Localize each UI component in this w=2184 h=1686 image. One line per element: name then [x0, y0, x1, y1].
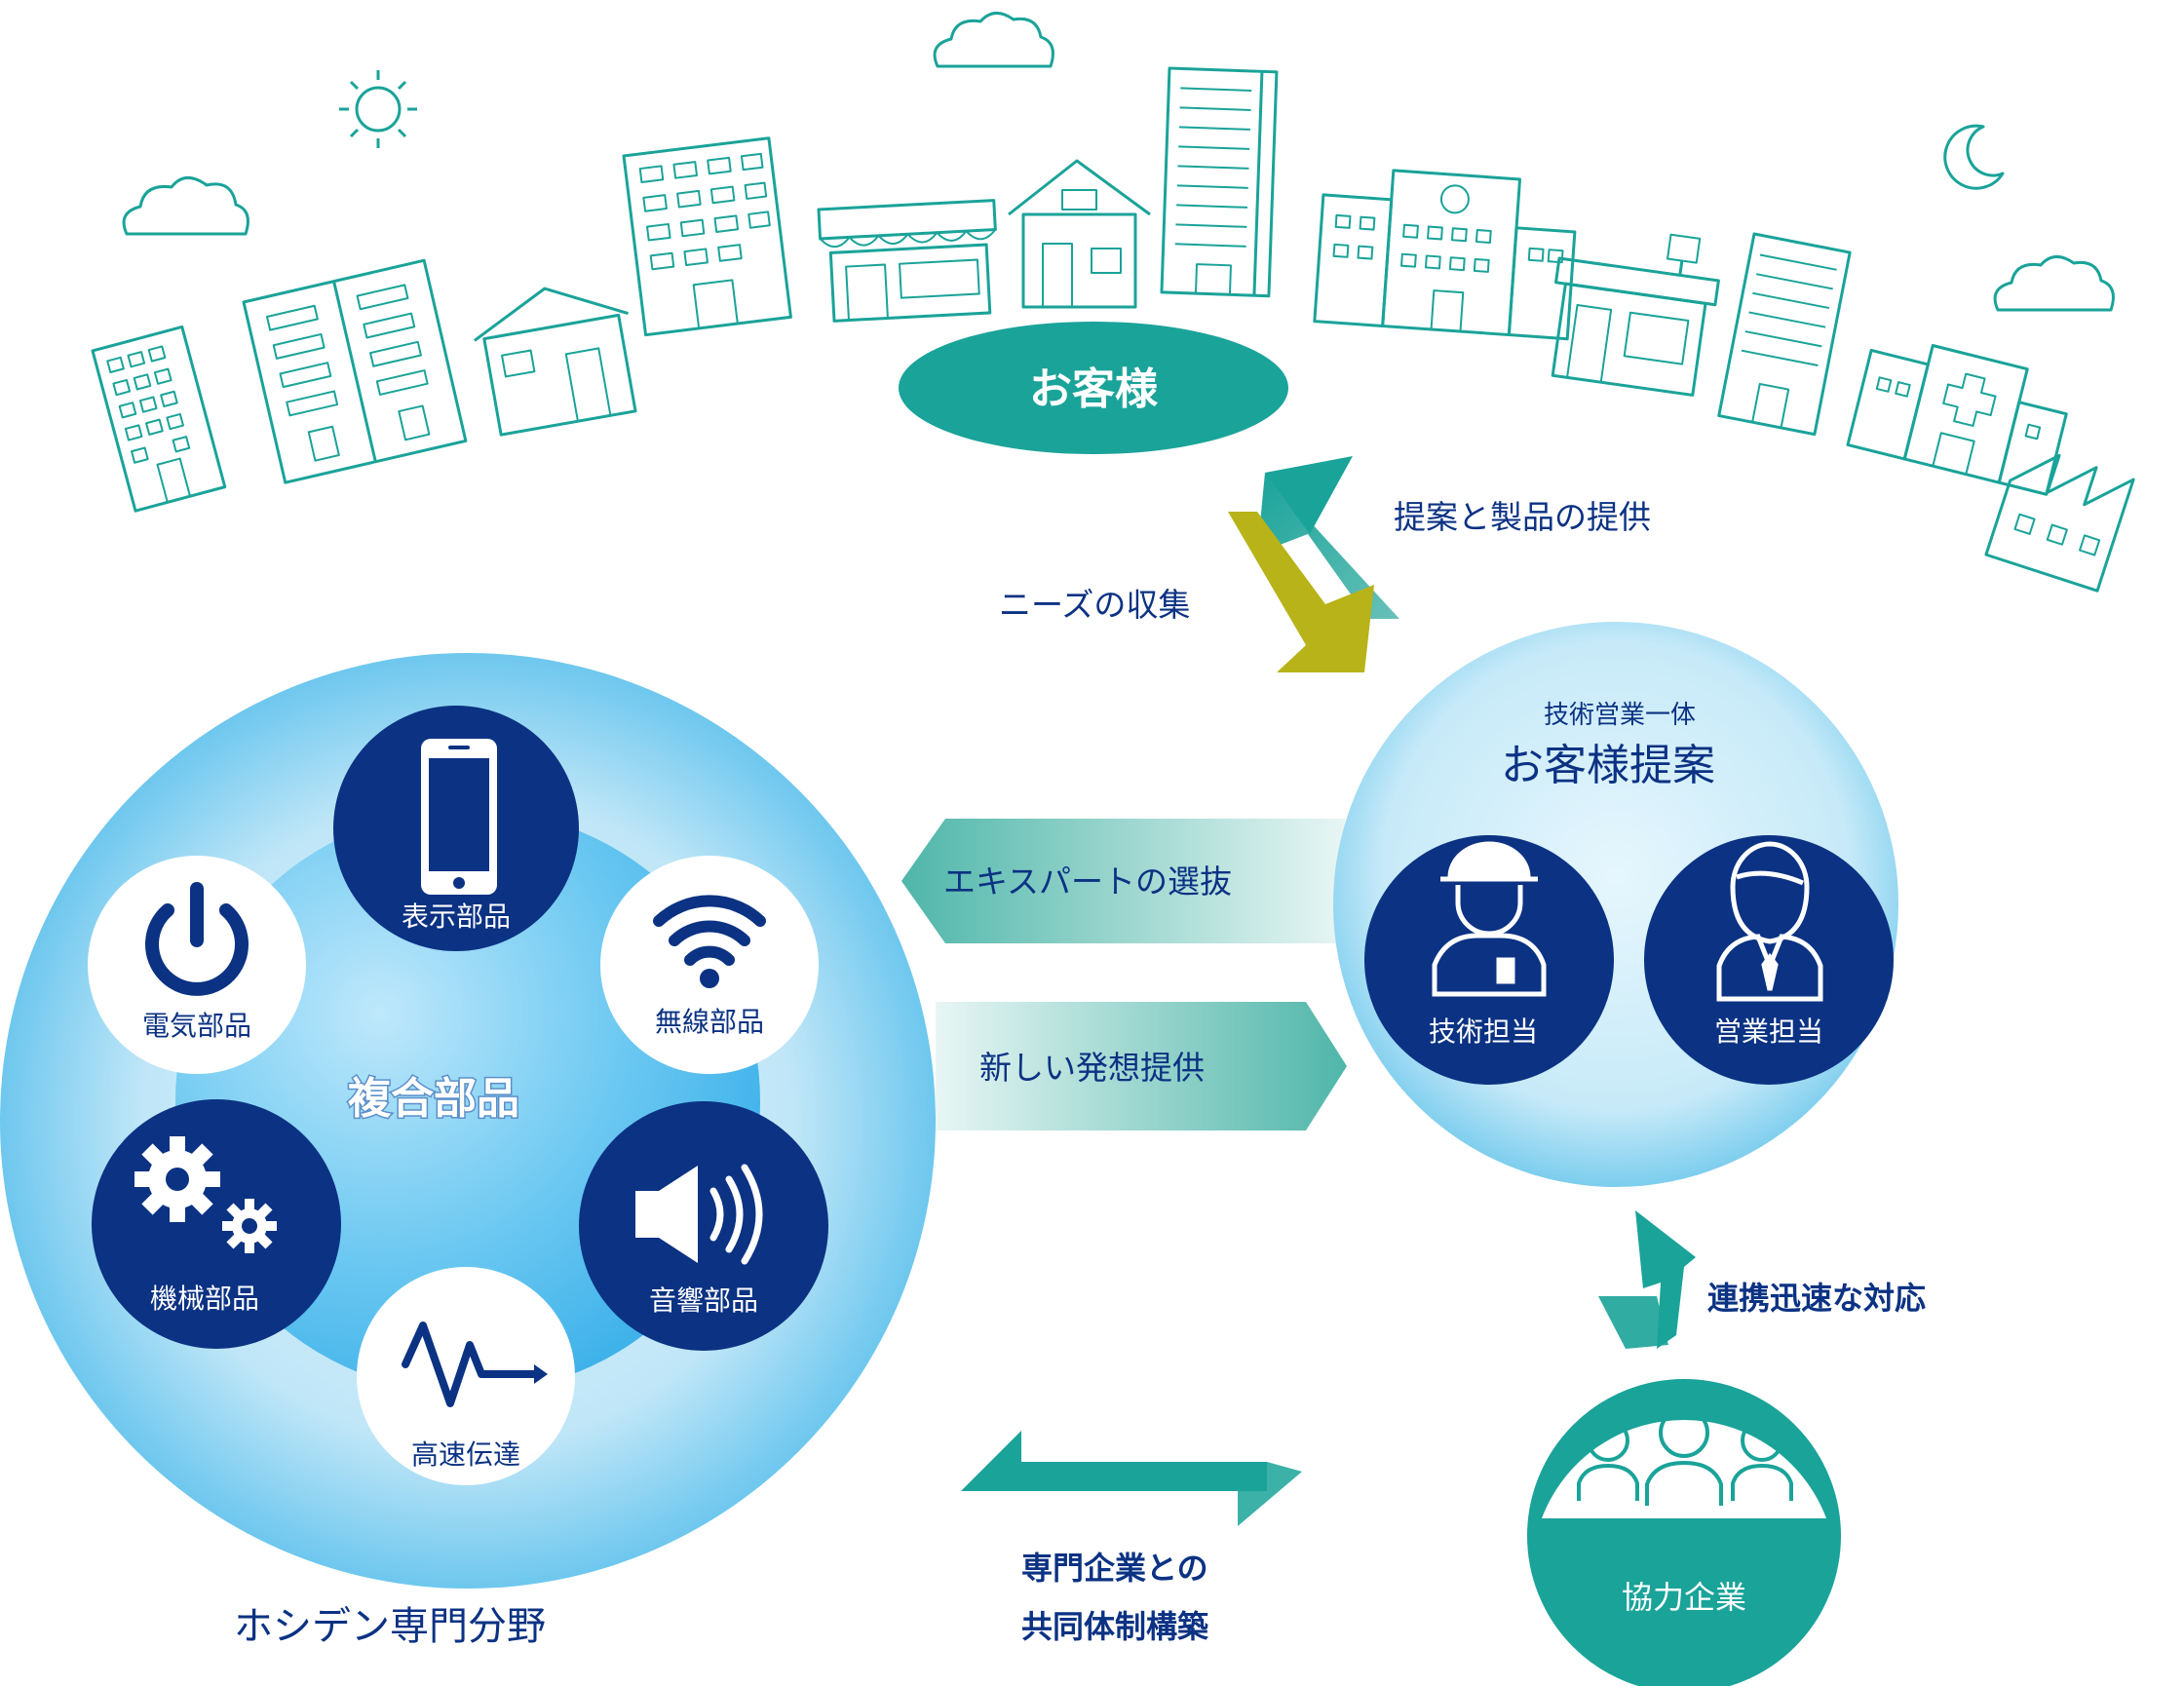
customer-node: お客様 — [899, 322, 1288, 454]
electrical-label: 電気部品 — [142, 1010, 251, 1042]
building-office-2 — [242, 258, 468, 484]
building-shop — [817, 199, 997, 323]
joint-arrows — [961, 1431, 1302, 1526]
sales-label: 営業担当 — [1714, 1015, 1823, 1048]
gear-icon — [134, 1136, 277, 1253]
city-skyline — [91, 12, 2135, 593]
customer-label: お客様 — [1029, 364, 1159, 414]
display-component: 表示部品 — [333, 706, 579, 951]
proposal-title: お客様提案 — [1501, 741, 1715, 790]
tech-label: 技術担当 — [1429, 1015, 1538, 1048]
businessperson-icon — [1716, 841, 1823, 1002]
partner-label: 協力企業 — [1622, 1579, 1746, 1616]
rapid-response-arrow — [1598, 1210, 1696, 1349]
building-tower — [1160, 66, 1279, 298]
partner-node: 協力企業 — [1527, 1379, 1841, 1686]
electrical-component: 電気部品 — [88, 856, 306, 1074]
cloud-icon — [1993, 255, 2115, 312]
power-icon — [145, 882, 249, 996]
proposal-bubble: 技術営業一体 お客様提案 技術担当 営業担当 — [1333, 622, 1898, 1187]
proposal-label: 提案と製品の提供 — [1394, 498, 1651, 536]
wifi-dot-icon — [700, 969, 719, 988]
moon-icon — [1943, 124, 2005, 190]
exchange-arrows: 提案と製品の提供 ニーズの収集 — [999, 456, 1651, 672]
middle-arrows: エキスパートの選抜 新しい発想提供 — [901, 819, 1347, 1130]
engineer-helmet-icon — [1432, 841, 1547, 997]
expert-label: エキスパートの選抜 — [943, 862, 1232, 900]
mechanical-component: 機械部品 — [92, 1099, 341, 1349]
sales-role: 営業担当 — [1644, 835, 1894, 1085]
building-house-1 — [474, 287, 637, 437]
new-idea-label: 新しい発想提供 — [979, 1049, 1205, 1087]
building-store — [1551, 233, 1720, 397]
center-component-label: 複合部品 — [348, 1074, 519, 1124]
needs-arrow — [1228, 512, 1374, 672]
arrow-head-icon — [534, 1364, 548, 1384]
acoustic-component: 音響部品 — [579, 1101, 828, 1351]
cloud-icon — [122, 176, 249, 236]
building-hospital — [1846, 344, 2068, 496]
proposal-subtitle: 技術営業一体 — [1544, 701, 1696, 730]
speaker-icon — [635, 1164, 763, 1265]
building-factory — [1984, 453, 2135, 593]
highspeed-label: 高速伝達 — [411, 1438, 520, 1471]
joint-label-line2: 共同体制構築 — [1021, 1608, 1209, 1645]
building-tower-2 — [1717, 232, 1852, 437]
wifi-icon — [653, 895, 766, 966]
tech-role: 技術担当 — [1364, 835, 1614, 1085]
signal-wave-icon — [402, 1322, 538, 1407]
cloud-icon — [933, 12, 1054, 68]
expert-arrow — [901, 819, 1345, 943]
building-apartment — [622, 136, 792, 337]
mechanical-label: 機械部品 — [150, 1283, 259, 1315]
building-office-1 — [91, 325, 227, 513]
wireless-component: 無線部品 — [600, 856, 819, 1074]
sun-icon — [339, 70, 417, 148]
specialty-bubble: 複合部品 表示部品 電気部品 — [0, 653, 936, 1589]
new-idea-arrow — [936, 1002, 1347, 1130]
highspeed-component: 高速伝達 — [357, 1267, 575, 1485]
building-school — [1313, 169, 1577, 341]
team-people-icon — [1577, 1407, 1793, 1506]
display-label: 表示部品 — [402, 900, 511, 933]
rapid-response-label: 連携迅速な対応 — [1707, 1280, 1926, 1317]
acoustic-label: 音響部品 — [649, 1284, 758, 1317]
proposal-arrow-head — [1265, 456, 1353, 534]
needs-label: ニーズの収集 — [999, 586, 1190, 624]
joint-label-line1: 専門企業との — [1021, 1550, 1208, 1587]
wireless-label: 無線部品 — [655, 1006, 764, 1038]
building-house-2 — [1008, 159, 1151, 309]
smartphone-icon — [421, 739, 497, 895]
specialty-label: ホシデン専門分野 — [234, 1604, 546, 1649]
